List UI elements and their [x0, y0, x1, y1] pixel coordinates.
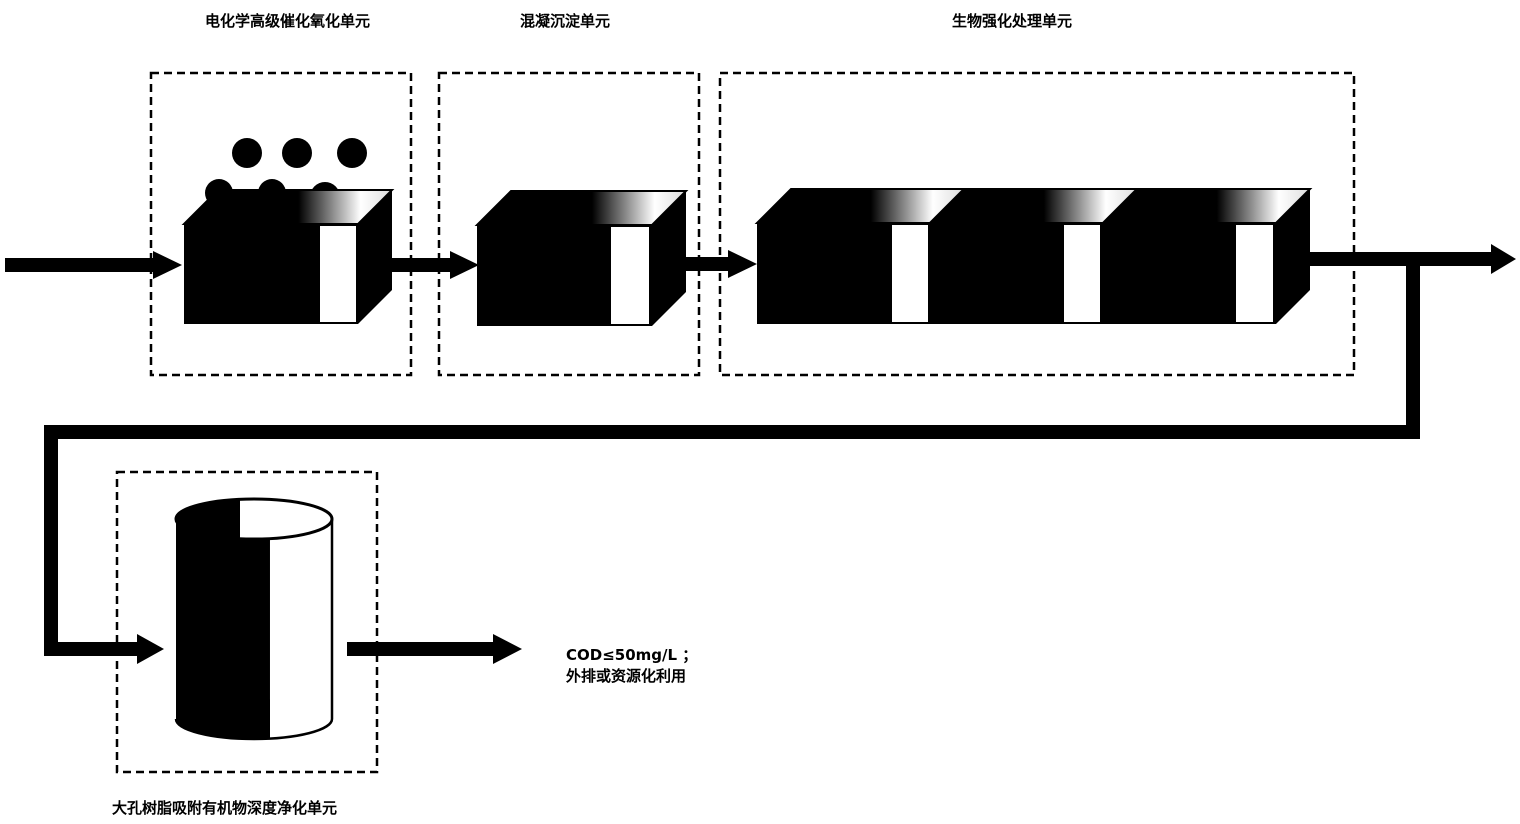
bubble [337, 138, 367, 168]
label-coagulation-unit: 混凝沉淀单元 [520, 12, 611, 30]
arrow-resin-outlet [347, 642, 495, 656]
arrow-bio-outlet [1309, 252, 1493, 266]
tank-electro-oxidation [181, 189, 395, 324]
output-note: COD≤50mg/L ； 外排或资源化利用 [566, 645, 697, 687]
return-pipe-down [1406, 265, 1420, 439]
bubble [282, 138, 312, 168]
unit-box-biochem [718, 71, 1356, 377]
unit-box-resin [115, 470, 379, 774]
return-pipe-horizontal [44, 425, 1420, 439]
arrow-electro-to-coag [390, 258, 452, 272]
inlet-arrowhead [153, 251, 182, 279]
unit-box-coagulation [437, 71, 701, 377]
inlet-arrow [5, 258, 157, 272]
tank-biochem-2 [927, 188, 1140, 324]
unit-box-electro-oxidation [149, 71, 413, 377]
tank-biochem-1 [754, 188, 967, 324]
output-discharge: 外排或资源化利用 [566, 667, 687, 685]
label-biochem-unit: 生物强化处理单元 [952, 12, 1073, 30]
tank-biochem-3 [1100, 188, 1313, 324]
label-resin-unit: 大孔树脂吸附有机物深度净化单元 [112, 799, 338, 817]
arrow-coag-to-bio [684, 257, 730, 271]
tank-coagulation [474, 190, 689, 326]
label-electro-oxidation-unit: 电化学高级催化氧化单元 [205, 12, 371, 30]
return-pipe-to-resin [44, 642, 139, 656]
output-cod-limit: COD≤50mg/L ； [566, 646, 698, 664]
resin-column [174, 497, 334, 741]
bubble [232, 138, 262, 168]
flow-arrows [5, 244, 1516, 664]
return-pipe-left-down [44, 425, 58, 656]
